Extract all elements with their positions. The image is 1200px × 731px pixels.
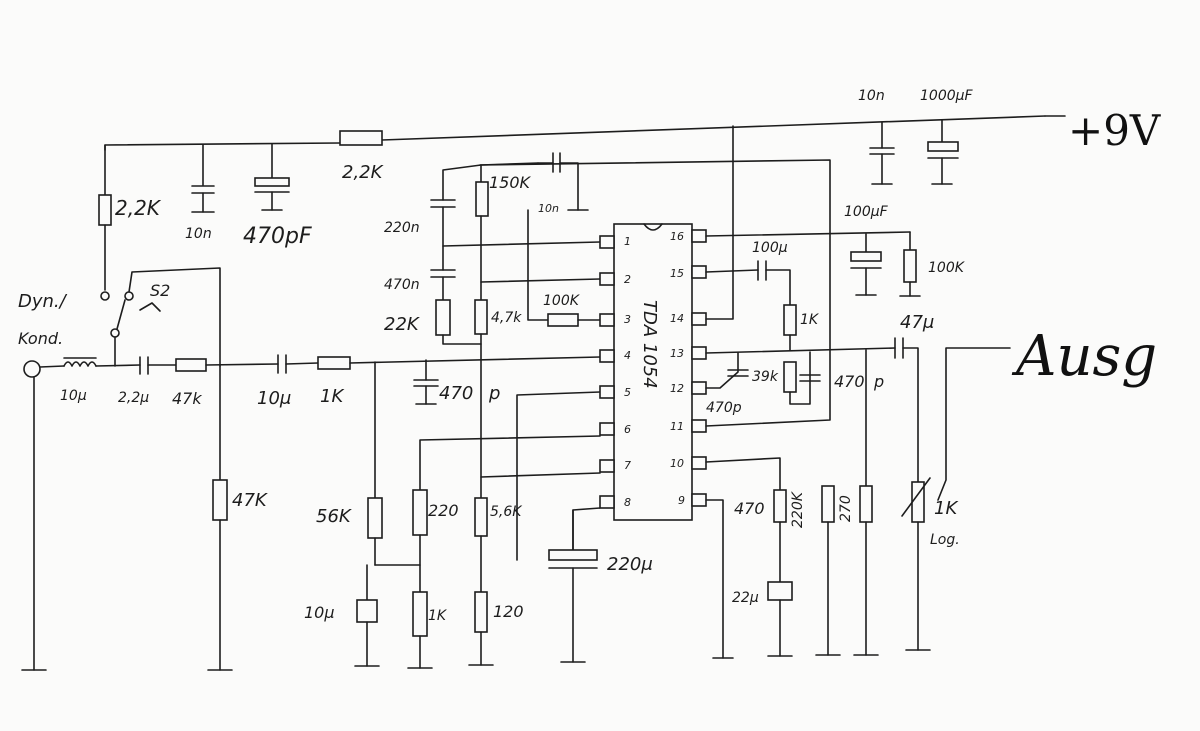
wires-ic-right	[479, 125, 911, 659]
label-c-100u: 100μ	[752, 240, 788, 256]
resistor-2k2-left	[98, 144, 112, 291]
resistor-100k-right	[899, 231, 921, 297]
ic-tda1054	[613, 223, 693, 521]
pin-7: 7	[624, 459, 631, 472]
pin-15: 15	[670, 267, 684, 280]
label-c-470p-13: 470p	[706, 400, 742, 416]
label-pot-log: Log.	[930, 532, 960, 548]
resistor-2k2-rail	[339, 130, 383, 146]
pin-13: 13	[670, 347, 684, 360]
ic-pin-numbers-right: 16 15 14 13 12 11 10 9	[670, 230, 685, 507]
input-chain	[139, 354, 601, 375]
label-c-2u2: 2,2μ	[118, 390, 149, 406]
pin-11: 11	[670, 420, 684, 433]
pin-10: 10	[670, 457, 684, 470]
pin-14: 14	[670, 312, 684, 325]
label-r-1k-right: 1K	[800, 312, 820, 328]
ic-pin-numbers-left: 1 2 3 4 5 6 7 8	[624, 235, 631, 509]
branch-56k	[354, 361, 421, 667]
resistor-47k-ground	[207, 365, 233, 671]
label-r-5k6: 5,6K	[490, 504, 523, 520]
label-c-470p-right: 470	[834, 372, 865, 391]
pin-1: 1	[624, 235, 631, 248]
label-r-1k-bottom: 1K	[428, 608, 448, 624]
label-c-10n-left: 10n	[185, 226, 212, 242]
capacitor-220u	[548, 509, 598, 663]
switch-s2	[100, 267, 221, 367]
label-c-470p-right-unit: p	[873, 372, 884, 391]
label-c-10n-supply: 10n	[858, 88, 885, 104]
label-supply-9v: +9V	[1068, 106, 1161, 155]
branch-270	[853, 349, 879, 656]
label-input-dyn: Dyn./	[18, 291, 68, 312]
label-input-kond: Kond.	[18, 329, 63, 348]
label-c-10u-in: 10μ	[257, 388, 291, 409]
pin-8: 8	[624, 496, 631, 509]
ic-pins-left	[599, 235, 615, 509]
label-r-220: 220	[428, 501, 459, 520]
output-stage	[894, 337, 1011, 651]
label-r-100k: 100K	[543, 293, 581, 309]
label-c-10u-bottom: 10μ	[304, 603, 335, 622]
label-output-ausg: Ausg	[1011, 324, 1157, 389]
center-bus	[468, 164, 494, 666]
branch-470-22u	[767, 489, 793, 657]
label-switch-s2: S2	[150, 281, 170, 300]
label-c-470n: 470n	[384, 277, 420, 293]
label-r-150k: 150K	[489, 173, 532, 192]
label-r-220k: 220K	[790, 490, 806, 528]
capacitor-470p-input	[413, 359, 439, 405]
label-r-270: 270	[838, 495, 854, 522]
label-c-470p-in-unit: p	[488, 383, 500, 404]
label-pot-1k: 1K	[934, 498, 958, 519]
label-r-100k-right: 100K	[928, 260, 966, 276]
pin-4: 4	[624, 349, 631, 362]
ic-name: TDA 1054	[639, 300, 660, 389]
label-c-220n: 220n	[384, 220, 420, 236]
label-l-10u: 10μ	[60, 388, 87, 404]
label-r-39k: 39k	[752, 369, 779, 385]
label-r-56k: 56K	[316, 506, 352, 527]
left-bus	[430, 162, 539, 345]
ic-pins-right	[691, 229, 707, 507]
pin-12: 12	[670, 382, 684, 395]
branch-220	[407, 435, 601, 669]
label-r-22k: 22K	[384, 314, 420, 335]
label-r-470: 470	[734, 499, 765, 518]
label-c-47u: 47μ	[900, 312, 934, 333]
label-r-47k-gnd: 47K	[232, 490, 268, 511]
capacitor-10n-left	[191, 144, 215, 213]
label-c-470pf: 470pF	[243, 224, 312, 249]
pin-16: 16	[670, 230, 684, 243]
label-r-4k7: 4,7k	[491, 310, 522, 326]
label-r-2k2-top: 2,2K	[342, 162, 384, 183]
label-c-10n-mid: 10n	[538, 202, 559, 215]
label-r-120: 120	[493, 602, 524, 621]
input-jack	[21, 360, 65, 671]
label-r-2k2-left: 2,2K	[115, 196, 162, 220]
pin-6: 6	[624, 423, 631, 436]
pin-5: 5	[624, 386, 631, 399]
pin-3: 3	[624, 313, 631, 326]
capacitor-1000uf-supply	[927, 119, 959, 185]
label-r-47k-in: 47k	[172, 389, 202, 408]
capacitor-10n-supply	[869, 121, 895, 185]
inductor-10u	[63, 357, 141, 367]
capacitor-100uf-right	[850, 233, 882, 296]
label-c-220u: 220μ	[607, 554, 653, 575]
label-r-1k-in: 1K	[320, 386, 344, 407]
pin-9: 9	[678, 494, 685, 507]
label-c-1000uf-supply: 1000μF	[920, 88, 974, 104]
label-c-100uf: 100μF	[844, 204, 889, 220]
label-c-22u: 22μ	[732, 590, 759, 606]
label-c-470p-in: 470	[439, 383, 473, 404]
supply-rail	[104, 115, 1066, 151]
pin-2: 2	[624, 273, 631, 286]
resistor-220k	[815, 485, 841, 656]
capacitor-470pf-top	[254, 143, 290, 211]
